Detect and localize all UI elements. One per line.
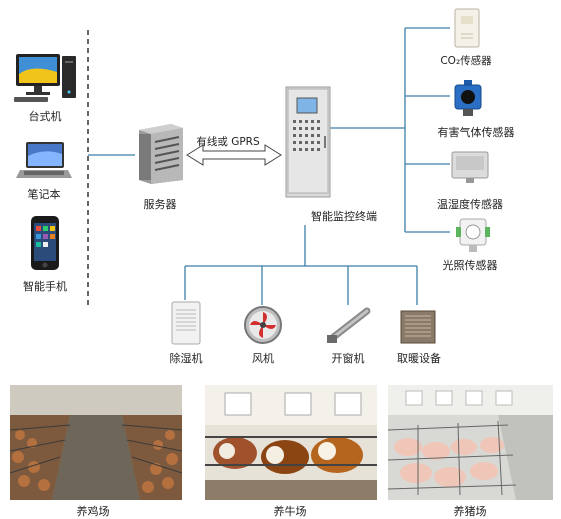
fan-label: 风机 — [252, 352, 274, 365]
server-icon — [133, 122, 185, 184]
gas-sensor-label: 有害气体传感器 — [437, 126, 515, 139]
laptop-icon — [16, 140, 72, 182]
temp-humidity-sensor-label: 温湿度传感器 — [437, 198, 503, 211]
heater-label: 取暖设备 — [397, 352, 441, 365]
heater-icon — [400, 310, 436, 344]
co2-sensor-icon — [452, 8, 482, 48]
laptop-label: 笔记本 — [27, 188, 61, 201]
chicken-farm-photo — [10, 385, 182, 500]
dehumidifier-label: 除湿机 — [169, 352, 203, 365]
temp-humidity-sensor-icon — [450, 150, 490, 184]
chicken-farm-label: 养鸡场 — [76, 505, 110, 518]
desktop-icon — [12, 52, 78, 104]
server-label: 服务器 — [143, 198, 177, 211]
cattle-farm-photo — [205, 385, 377, 500]
light-sensor-icon — [456, 215, 490, 253]
link-label: 有线或 GPRS — [196, 136, 260, 148]
window-opener-icon — [325, 305, 373, 345]
monitoring-terminal-icon — [285, 86, 331, 198]
fan-icon — [243, 305, 283, 345]
cattle-farm-label: 养牛场 — [273, 505, 307, 518]
co2-sensor-label: CO₂传感器 — [440, 55, 492, 67]
desktop-label: 台式机 — [28, 110, 62, 123]
pig-farm-photo — [388, 385, 553, 500]
terminal-label: 智能监控终端 — [311, 210, 377, 223]
gas-sensor-icon — [452, 80, 484, 118]
phone-icon — [30, 215, 60, 271]
light-sensor-label: 光照传感器 — [442, 259, 498, 272]
window-opener-label: 开窗机 — [331, 352, 365, 365]
pig-farm-label: 养猪场 — [453, 505, 487, 518]
phone-label: 智能手机 — [23, 280, 67, 293]
dehumidifier-icon — [170, 300, 202, 346]
link-arrow-icon — [186, 144, 282, 166]
